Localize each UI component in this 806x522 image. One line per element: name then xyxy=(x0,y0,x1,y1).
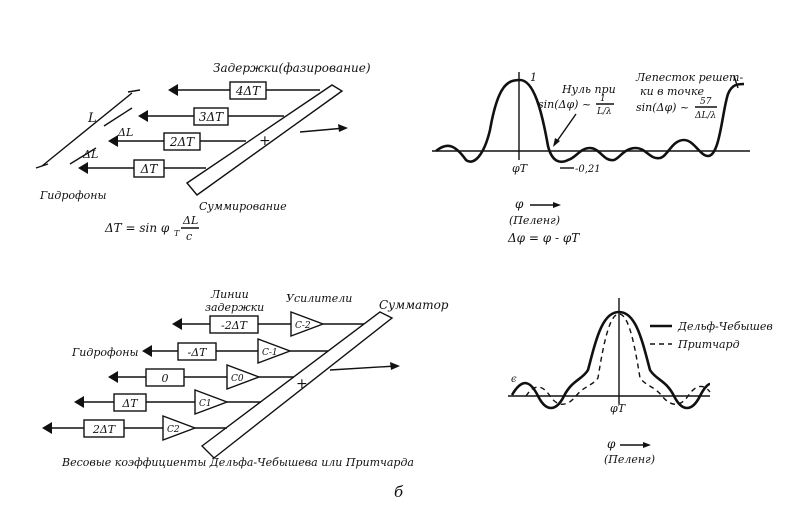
summator-bar xyxy=(200,311,394,459)
summator-output-line xyxy=(329,365,397,371)
amplifier-3 xyxy=(226,363,261,391)
hydrophone-1 xyxy=(168,84,178,96)
beam-formula: Δφ = φ - φT xyxy=(507,231,580,245)
delay-formula-lhs: ΔT = sin φ xyxy=(104,221,170,235)
summator-output-arrow xyxy=(390,362,400,370)
weighted-hydrophone-5 xyxy=(42,422,52,434)
weighted-delay-label-3: 0 xyxy=(162,372,169,385)
beam-axis-sublabel: (Пеленг) xyxy=(509,214,560,227)
beam-pattern-curve xyxy=(435,78,745,164)
amplifier-5 xyxy=(162,414,197,442)
grating-label-1: Лепесток решет- xyxy=(635,71,743,84)
coefficient-label-4: C1 xyxy=(199,399,212,409)
summation-output-line xyxy=(299,127,346,133)
weighted-hydrophone-2 xyxy=(142,345,152,357)
hydrophone-3 xyxy=(108,135,118,147)
delay-lines-label-2: задержки xyxy=(205,301,264,314)
delay-lines-label-1: Линии xyxy=(210,288,249,301)
hydrophone-4 xyxy=(78,162,88,174)
coefficient-label-1: C-2 xyxy=(295,321,311,331)
delay-formula-den: c xyxy=(186,230,192,243)
beam-min-label: -0,21 xyxy=(575,164,601,175)
delay-label-3: 2ΔT xyxy=(169,135,195,149)
coefficient-label-3: C0 xyxy=(231,374,244,384)
hydrophone-2 xyxy=(138,110,148,122)
weighted-delay-label-1: -2ΔT xyxy=(221,319,249,332)
spacing-label-2: ΔL xyxy=(82,148,98,161)
weighted-delay-label-5: 2ΔT xyxy=(92,423,117,436)
weighted-array-diagram: Линии задержки Усилители Сумматор Гидроф… xyxy=(42,288,449,501)
delay-formula-num: ΔL xyxy=(182,214,198,227)
svg-text:ͼ: ͼ xyxy=(511,374,517,385)
figure-letter: б xyxy=(394,483,404,501)
grating-den: ΔL/λ xyxy=(694,111,716,121)
legend-solid-label: Дельф-Чебышев xyxy=(677,320,773,333)
null-label-1: Нуль при xyxy=(561,83,616,96)
grating-num: 57 xyxy=(700,97,712,107)
weighted-center-label: φT xyxy=(610,402,627,415)
delay-formula-sub: T xyxy=(174,229,180,238)
weighted-hydrophone-4 xyxy=(74,396,84,408)
array-length-line xyxy=(41,92,133,167)
weighted-hydrophones-label: Гидрофоны xyxy=(71,346,138,359)
coefficient-label-2: C-1 xyxy=(262,348,278,358)
null-label-2: sin(Δφ) ~ xyxy=(538,98,591,111)
amplifier-4 xyxy=(194,388,229,416)
beam-axis-label: φ xyxy=(515,197,524,211)
delay-title: Задержки(фазирование) xyxy=(213,61,371,75)
delay-label-2: 3ΔT xyxy=(199,110,224,124)
weighted-delay-label-2: -ΔT xyxy=(188,346,209,359)
delay-sum-array-diagram: Задержки(фазирование) + 4ΔT 3ΔT 2ΔT ΔT xyxy=(35,61,371,243)
weighted-beam-pattern-plot: ͼ Дельф-Чебышев Притчард φT φ (Пеленг) xyxy=(508,298,773,466)
beam-peak-label: 1 xyxy=(530,71,537,84)
delay-label-1: 4ΔT xyxy=(235,84,261,98)
summator-plus: + xyxy=(296,376,308,392)
length-label: L xyxy=(87,111,97,126)
weighted-axis-sublabel: (Пеленг) xyxy=(604,453,655,466)
null-num: 1 xyxy=(600,94,606,104)
hydrophones-label: Гидрофоны xyxy=(39,189,106,202)
amplifiers-label: Усилители xyxy=(286,292,352,305)
beam-pattern-plot: 1 Нуль при sin(Δφ) ~ 1 L/λ Лепесток реше… xyxy=(432,71,750,245)
grating-label-3: sin(Δφ) ~ xyxy=(636,101,689,114)
amplifier-1 xyxy=(290,310,325,338)
null-den: L/λ xyxy=(596,107,612,117)
beam-center-label: φT xyxy=(512,162,529,175)
grating-label-2: ки в точке xyxy=(640,85,705,98)
summator-label: Сумматор xyxy=(379,298,449,312)
weighted-hydrophone-1 xyxy=(172,318,182,330)
amplifier-2 xyxy=(257,337,292,365)
delay-label-4: ΔT xyxy=(140,162,159,176)
summation-output-arrow xyxy=(338,124,348,132)
pritchard-curve xyxy=(525,313,711,405)
summation-label: Суммирование xyxy=(199,200,287,213)
weighted-delay-label-4: ΔT xyxy=(121,397,139,410)
weighted-axis-label: φ xyxy=(607,437,616,451)
summation-plus: + xyxy=(259,133,271,149)
summation-bar xyxy=(185,84,344,196)
chebyshev-curve xyxy=(510,310,711,410)
spacing-label-1: ΔL xyxy=(117,126,133,139)
coefficient-label-5: C2 xyxy=(167,425,180,435)
weighted-hydrophone-3 xyxy=(108,371,118,383)
weights-caption: Весовые коэффициенты Дельфа-Чебышева или… xyxy=(61,456,414,469)
legend-dashed-label: Притчард xyxy=(677,338,740,351)
